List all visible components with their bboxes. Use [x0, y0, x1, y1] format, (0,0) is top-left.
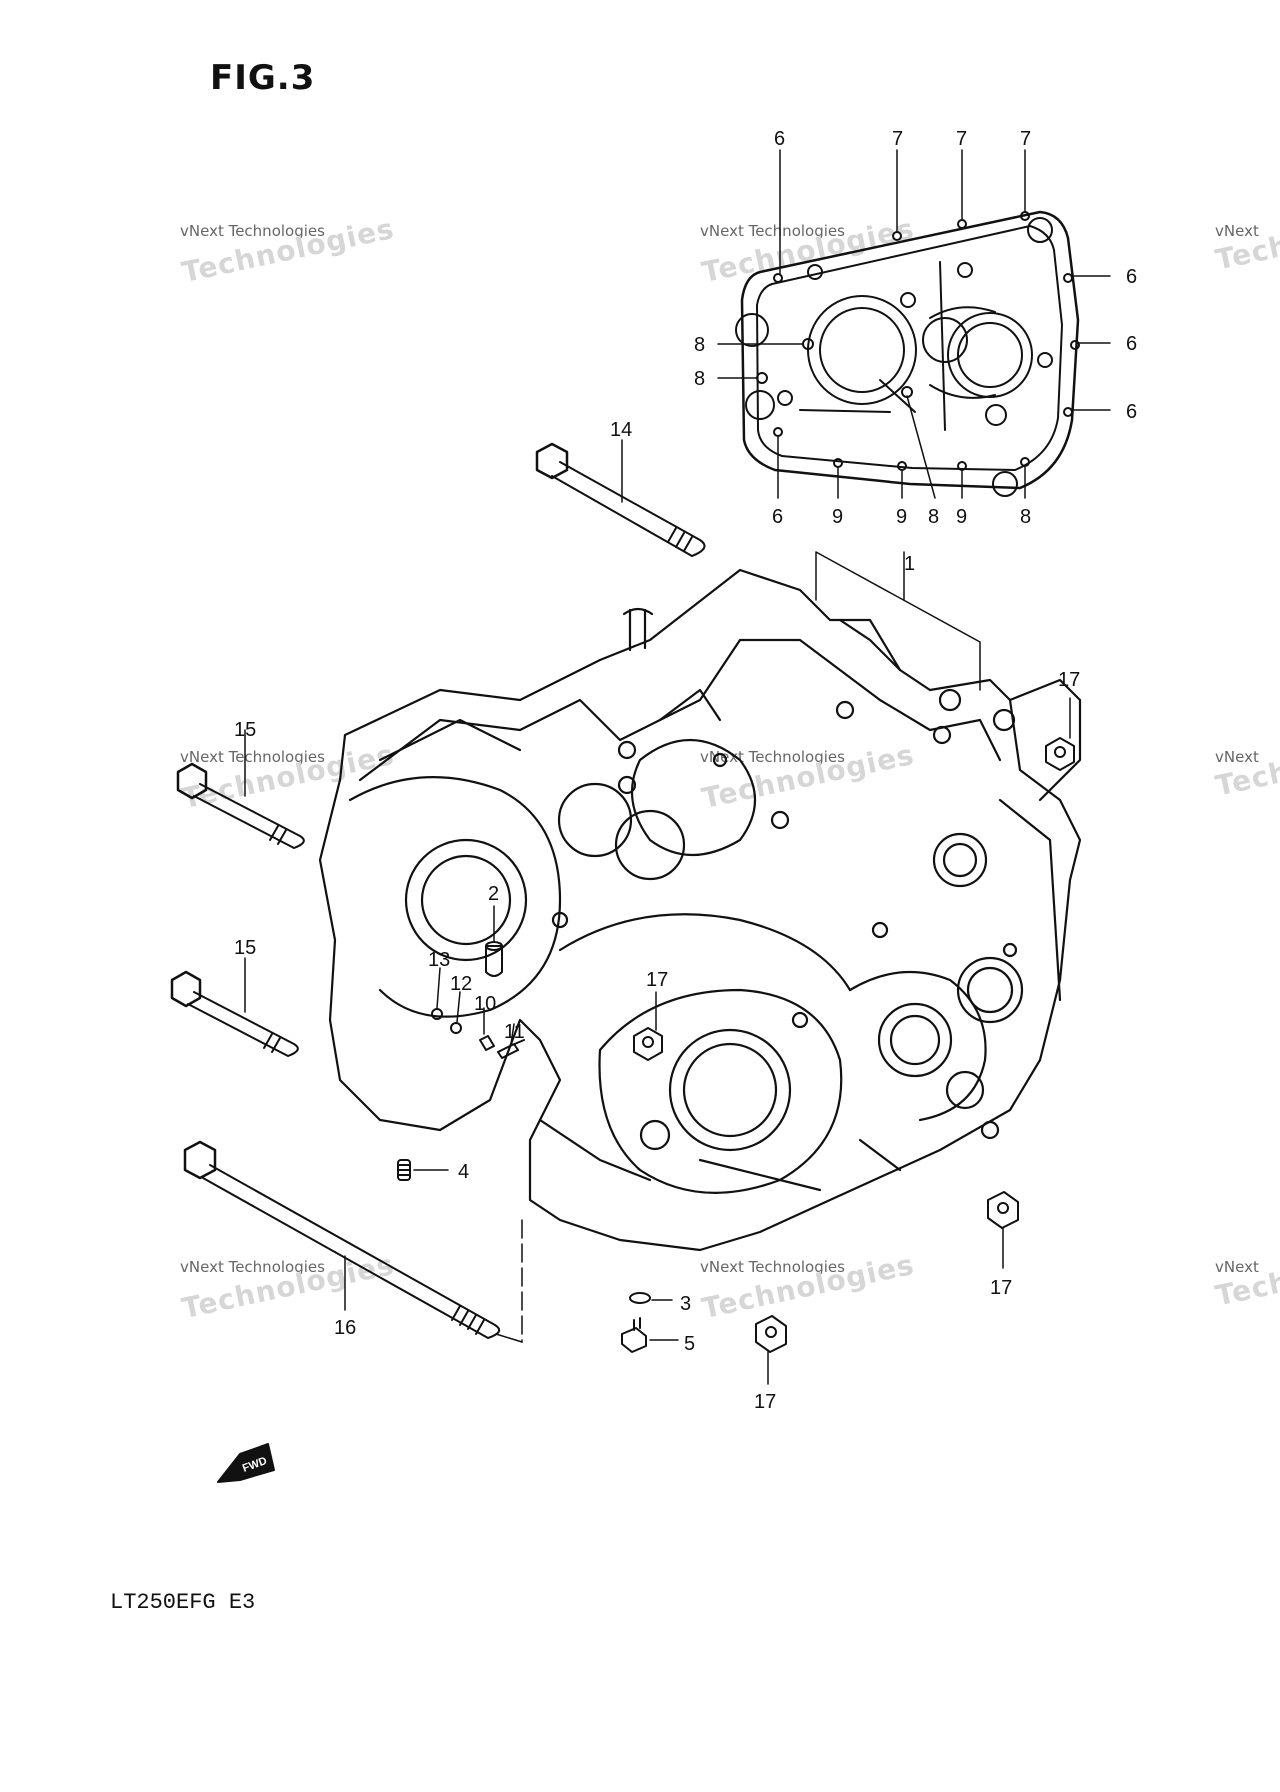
callout: 3	[680, 1293, 691, 1315]
bolt-15-upper	[176, 762, 305, 849]
callout: 1	[904, 553, 915, 575]
callout: 8	[1020, 506, 1031, 528]
callout: 12	[450, 973, 472, 995]
plug-10	[479, 1035, 495, 1051]
switch-11	[497, 1039, 525, 1059]
callout: 16	[334, 1317, 356, 1339]
callout: 6	[774, 128, 785, 150]
nut-17-b	[633, 1027, 663, 1061]
callout: 8	[694, 368, 705, 390]
callout: 9	[832, 506, 843, 528]
callout: 8	[928, 506, 939, 528]
callout: 17	[990, 1277, 1012, 1299]
figure-title: FIG.3	[210, 58, 316, 98]
callout: 9	[896, 506, 907, 528]
model-code: LT250EFG E3	[110, 1590, 256, 1615]
callout: 5	[684, 1333, 695, 1355]
nut-17-c	[987, 1191, 1019, 1229]
callout-labels: 1 2 3 4 5 6 6 6 6 6 7 7 7 8 8 8 8 9 9 9 …	[234, 128, 1137, 1475]
callout: 11	[504, 1021, 525, 1043]
callout: 6	[1126, 266, 1137, 288]
callout: 7	[1020, 128, 1031, 150]
crankcase	[318, 568, 1082, 1252]
callout: 6	[1126, 401, 1137, 423]
fwd-arrow-icon	[217, 1443, 275, 1483]
bolt-5	[621, 1317, 647, 1353]
dowel-2	[485, 941, 503, 977]
callout: 6	[1126, 333, 1137, 355]
crankcase-gasket	[735, 210, 1080, 497]
washer-3	[629, 1292, 651, 1304]
callout: 6	[772, 506, 783, 528]
callout: 10	[474, 993, 496, 1015]
callout: 17	[646, 969, 668, 991]
callout: 15	[234, 719, 256, 741]
callout: 17	[754, 1391, 776, 1413]
callout: 13	[428, 949, 450, 971]
plug-12	[450, 1022, 462, 1034]
callout: 15	[234, 937, 256, 959]
callout: 2	[488, 883, 499, 905]
callout: 14	[610, 419, 632, 441]
callout: 7	[892, 128, 903, 150]
bolt-15-lower	[170, 970, 299, 1057]
stud-4	[397, 1159, 411, 1181]
callout: 4	[458, 1161, 469, 1183]
callout: 7	[956, 128, 967, 150]
bolt-16	[183, 1140, 501, 1339]
bolt-14	[535, 442, 706, 557]
nut-17-a	[1045, 737, 1075, 771]
gasket-leaders	[717, 149, 1111, 499]
plug-13	[431, 1008, 443, 1020]
callout: 8	[694, 334, 705, 356]
crankcase-bracket	[815, 551, 981, 691]
callout: 17	[1058, 669, 1080, 691]
callout: 9	[956, 506, 967, 528]
nut-17-d	[755, 1315, 787, 1353]
